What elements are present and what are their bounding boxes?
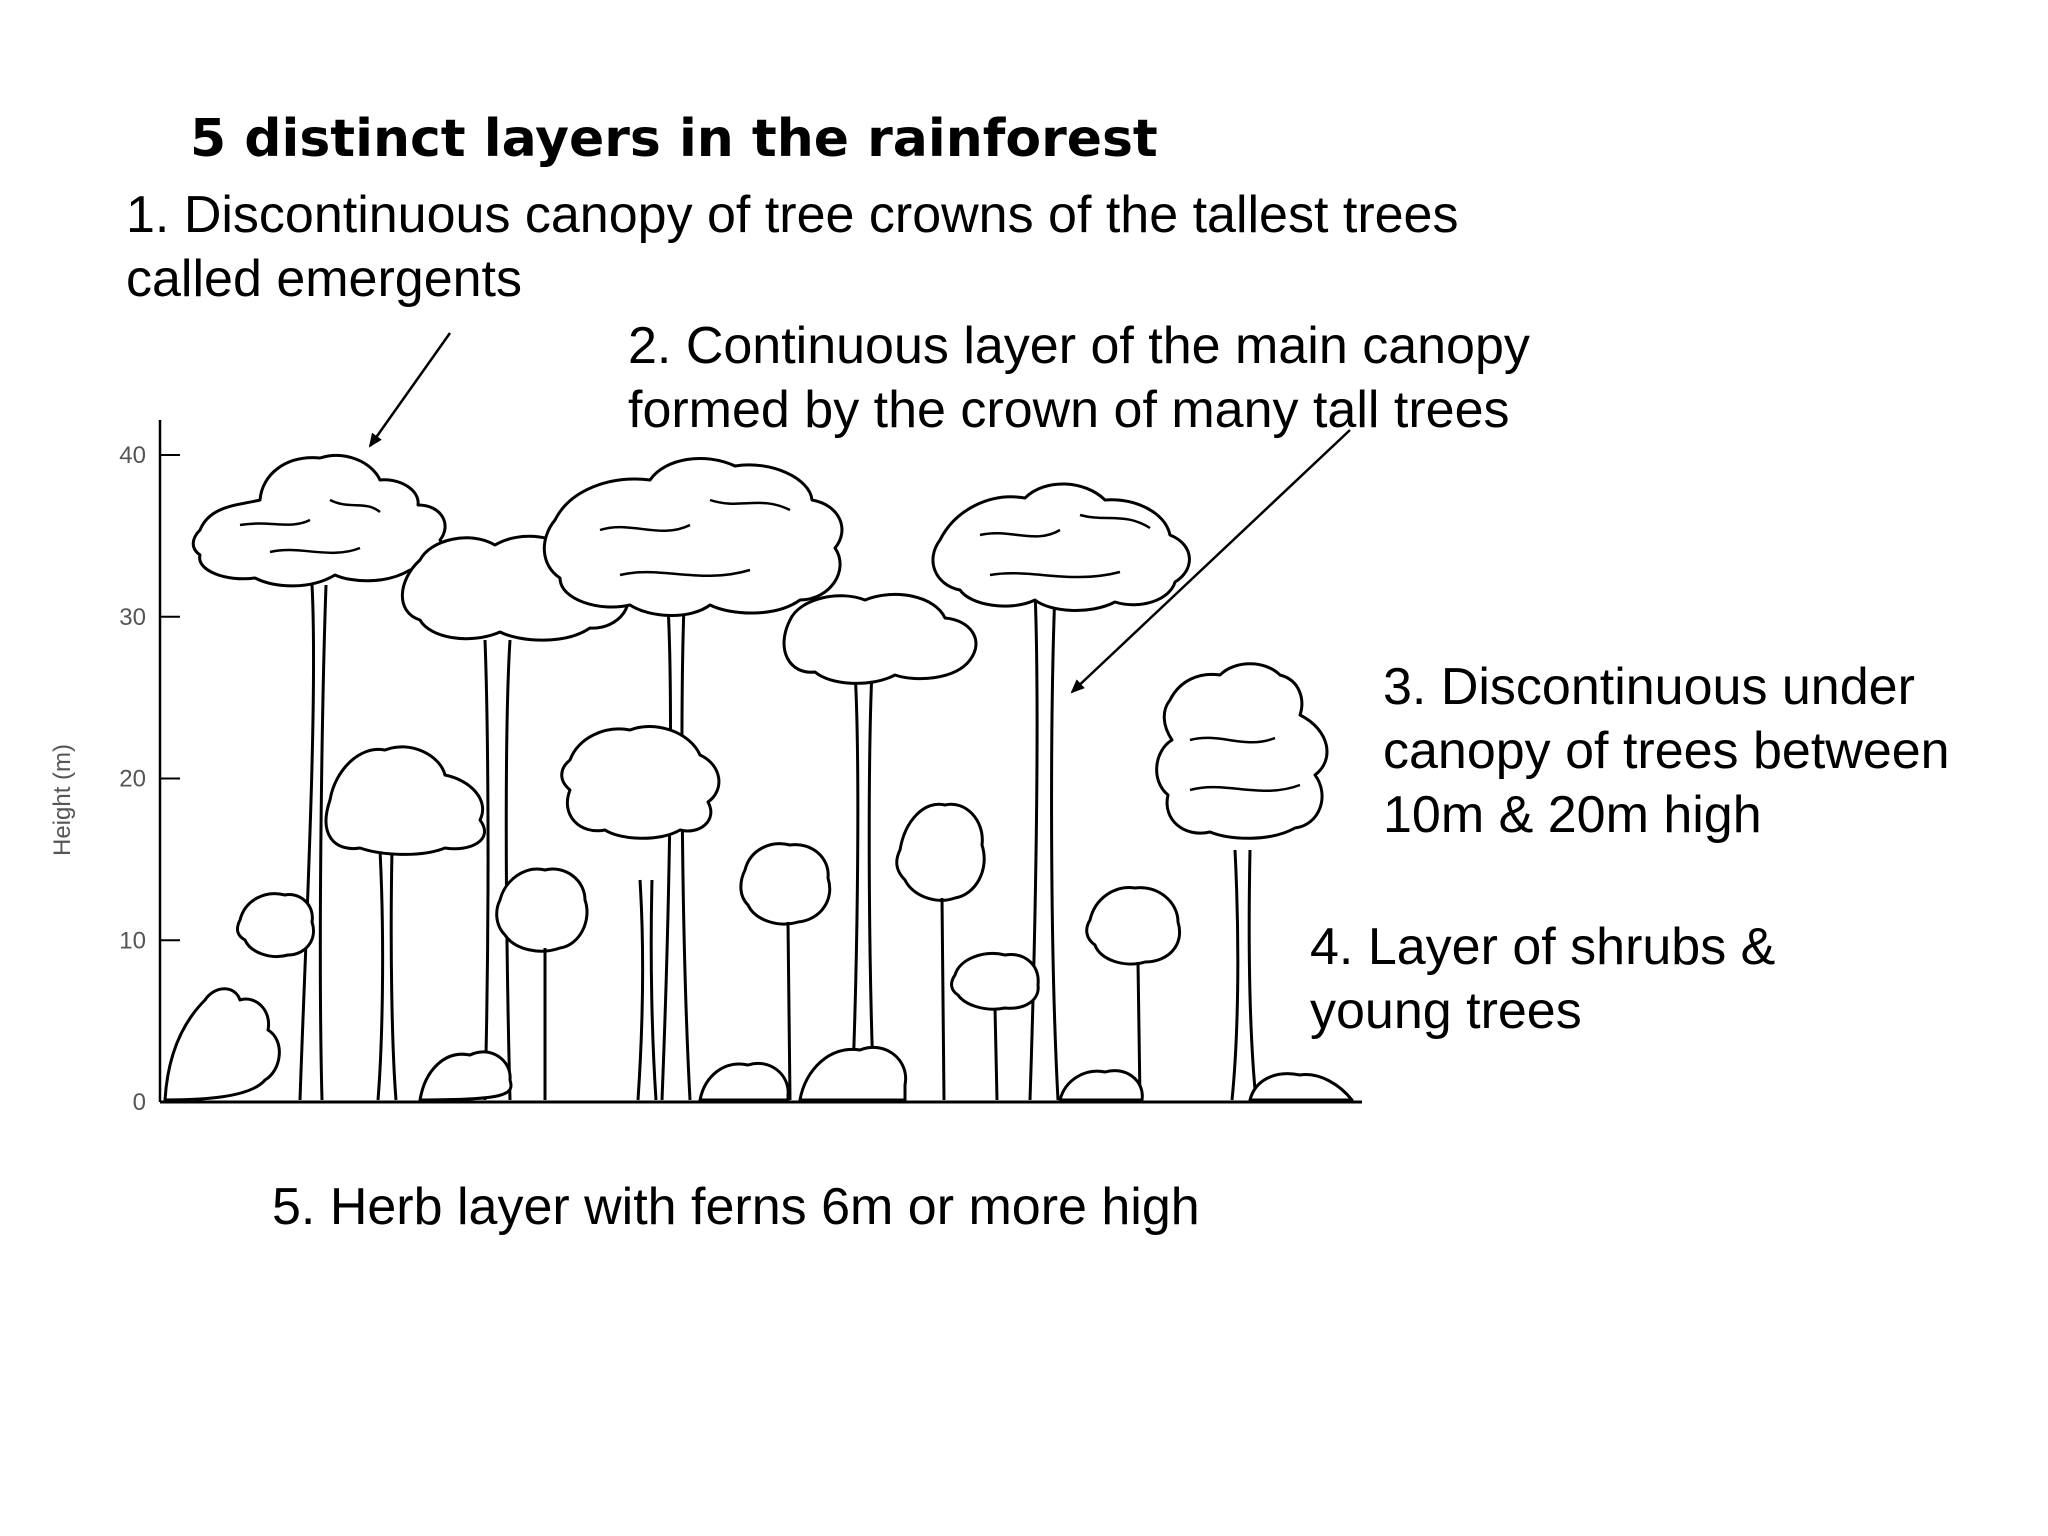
herb-clump-3 — [698, 1062, 790, 1102]
under-canopy-trees — [324, 662, 1329, 1101]
crown-under-center — [560, 725, 721, 840]
shrub-3-stem — [940, 897, 946, 1101]
layer4-line-2: young trees — [1310, 982, 1582, 1040]
shrub-5 — [235, 892, 315, 958]
herb-clump-6 — [1248, 1072, 1354, 1102]
layer3-under-canopy-label: 3. Discontinuous under canopy of trees b… — [1383, 655, 1950, 847]
crown-emergent-centerright — [782, 592, 978, 685]
trunk-emergent-right — [1028, 589, 1060, 1101]
crown-under-right — [1155, 662, 1329, 840]
layer3-line-2: canopy of trees between — [1383, 722, 1950, 780]
shrub-4-stem — [1136, 961, 1142, 1101]
herb-clump-5 — [1058, 1069, 1144, 1102]
y-axis-label: Height (m) — [49, 744, 76, 856]
arrow-to-main-canopy — [1070, 429, 1351, 694]
shrub-2-stem — [786, 921, 792, 1101]
shrub-6-stem — [993, 1007, 999, 1101]
crown-emergent-center — [542, 456, 844, 617]
layer2-line-2: formed by the crown of many tall trees — [628, 381, 1510, 439]
y-tick-label-20: 20 — [119, 766, 146, 793]
herb-clump-4 — [798, 1045, 908, 1102]
layer1-line-2: called emergents — [126, 250, 522, 308]
herb-clump-2 — [418, 1050, 513, 1102]
trunk-under-left — [376, 849, 398, 1101]
shrub-1 — [495, 867, 589, 953]
layer3-line-3: 10m & 20m high — [1383, 786, 1762, 844]
crown-detail-left — [239, 498, 381, 555]
y-tick-label-40: 40 — [119, 442, 146, 469]
emergent-trees — [191, 453, 1191, 1101]
trunk-emergent-midleft — [483, 639, 512, 1101]
layer2-line-1: 2. Continuous layer of the main canopy — [628, 317, 1530, 375]
y-tick-label-10: 10 — [119, 927, 146, 954]
herb-clump-1 — [163, 987, 281, 1102]
layer5-herb-label: 5. Herb layer with ferns 6m or more high — [272, 1175, 1200, 1239]
page-title: 5 distinct layers in the rainforest — [190, 109, 1158, 169]
trunk-under-center — [636, 879, 658, 1101]
y-tick-label-0: 0 — [133, 1089, 146, 1116]
crown-emergent-right — [931, 482, 1191, 612]
crown-detail-right — [979, 513, 1151, 579]
layer4-line-1: 4. Layer of shrubs & — [1310, 918, 1776, 976]
shrub-6 — [950, 952, 1040, 1011]
crown-emergent-left — [191, 453, 447, 588]
shrub-4 — [1085, 886, 1181, 966]
y-tick-label-30: 30 — [119, 604, 146, 631]
shrub-layer — [235, 802, 1181, 1101]
layer4-shrubs-label: 4. Layer of shrubs & young trees — [1310, 915, 1775, 1043]
layer2-main-canopy-label: 2. Continuous layer of the main canopy f… — [628, 314, 1530, 442]
layer3-line-1: 3. Discontinuous under — [1383, 658, 1915, 716]
trunk-under-right — [1230, 849, 1258, 1101]
trunk-emergent-center — [660, 604, 692, 1101]
crown-detail-under-right — [1189, 736, 1301, 793]
height-axis: 0 10 20 30 40 Height (m) — [49, 420, 1362, 1116]
shrub-3 — [895, 802, 986, 902]
trunk-emergent-left — [298, 584, 328, 1101]
y-axis-ticks: 0 10 20 30 40 — [119, 442, 180, 1116]
layer5-line-1: 5. Herb layer with ferns 6m or more high — [272, 1178, 1200, 1236]
trunk-emergent-centerright — [850, 669, 876, 1101]
arrow-to-emergents — [368, 332, 452, 448]
crown-under-left — [324, 745, 486, 856]
layer1-emergents-label: 1. Discontinuous canopy of tree crowns o… — [126, 183, 1458, 311]
herb-layer — [163, 987, 1354, 1102]
shrub-2 — [739, 842, 832, 926]
crown-detail-center — [599, 498, 791, 577]
layer1-line-1: 1. Discontinuous canopy of tree crowns o… — [126, 186, 1459, 244]
